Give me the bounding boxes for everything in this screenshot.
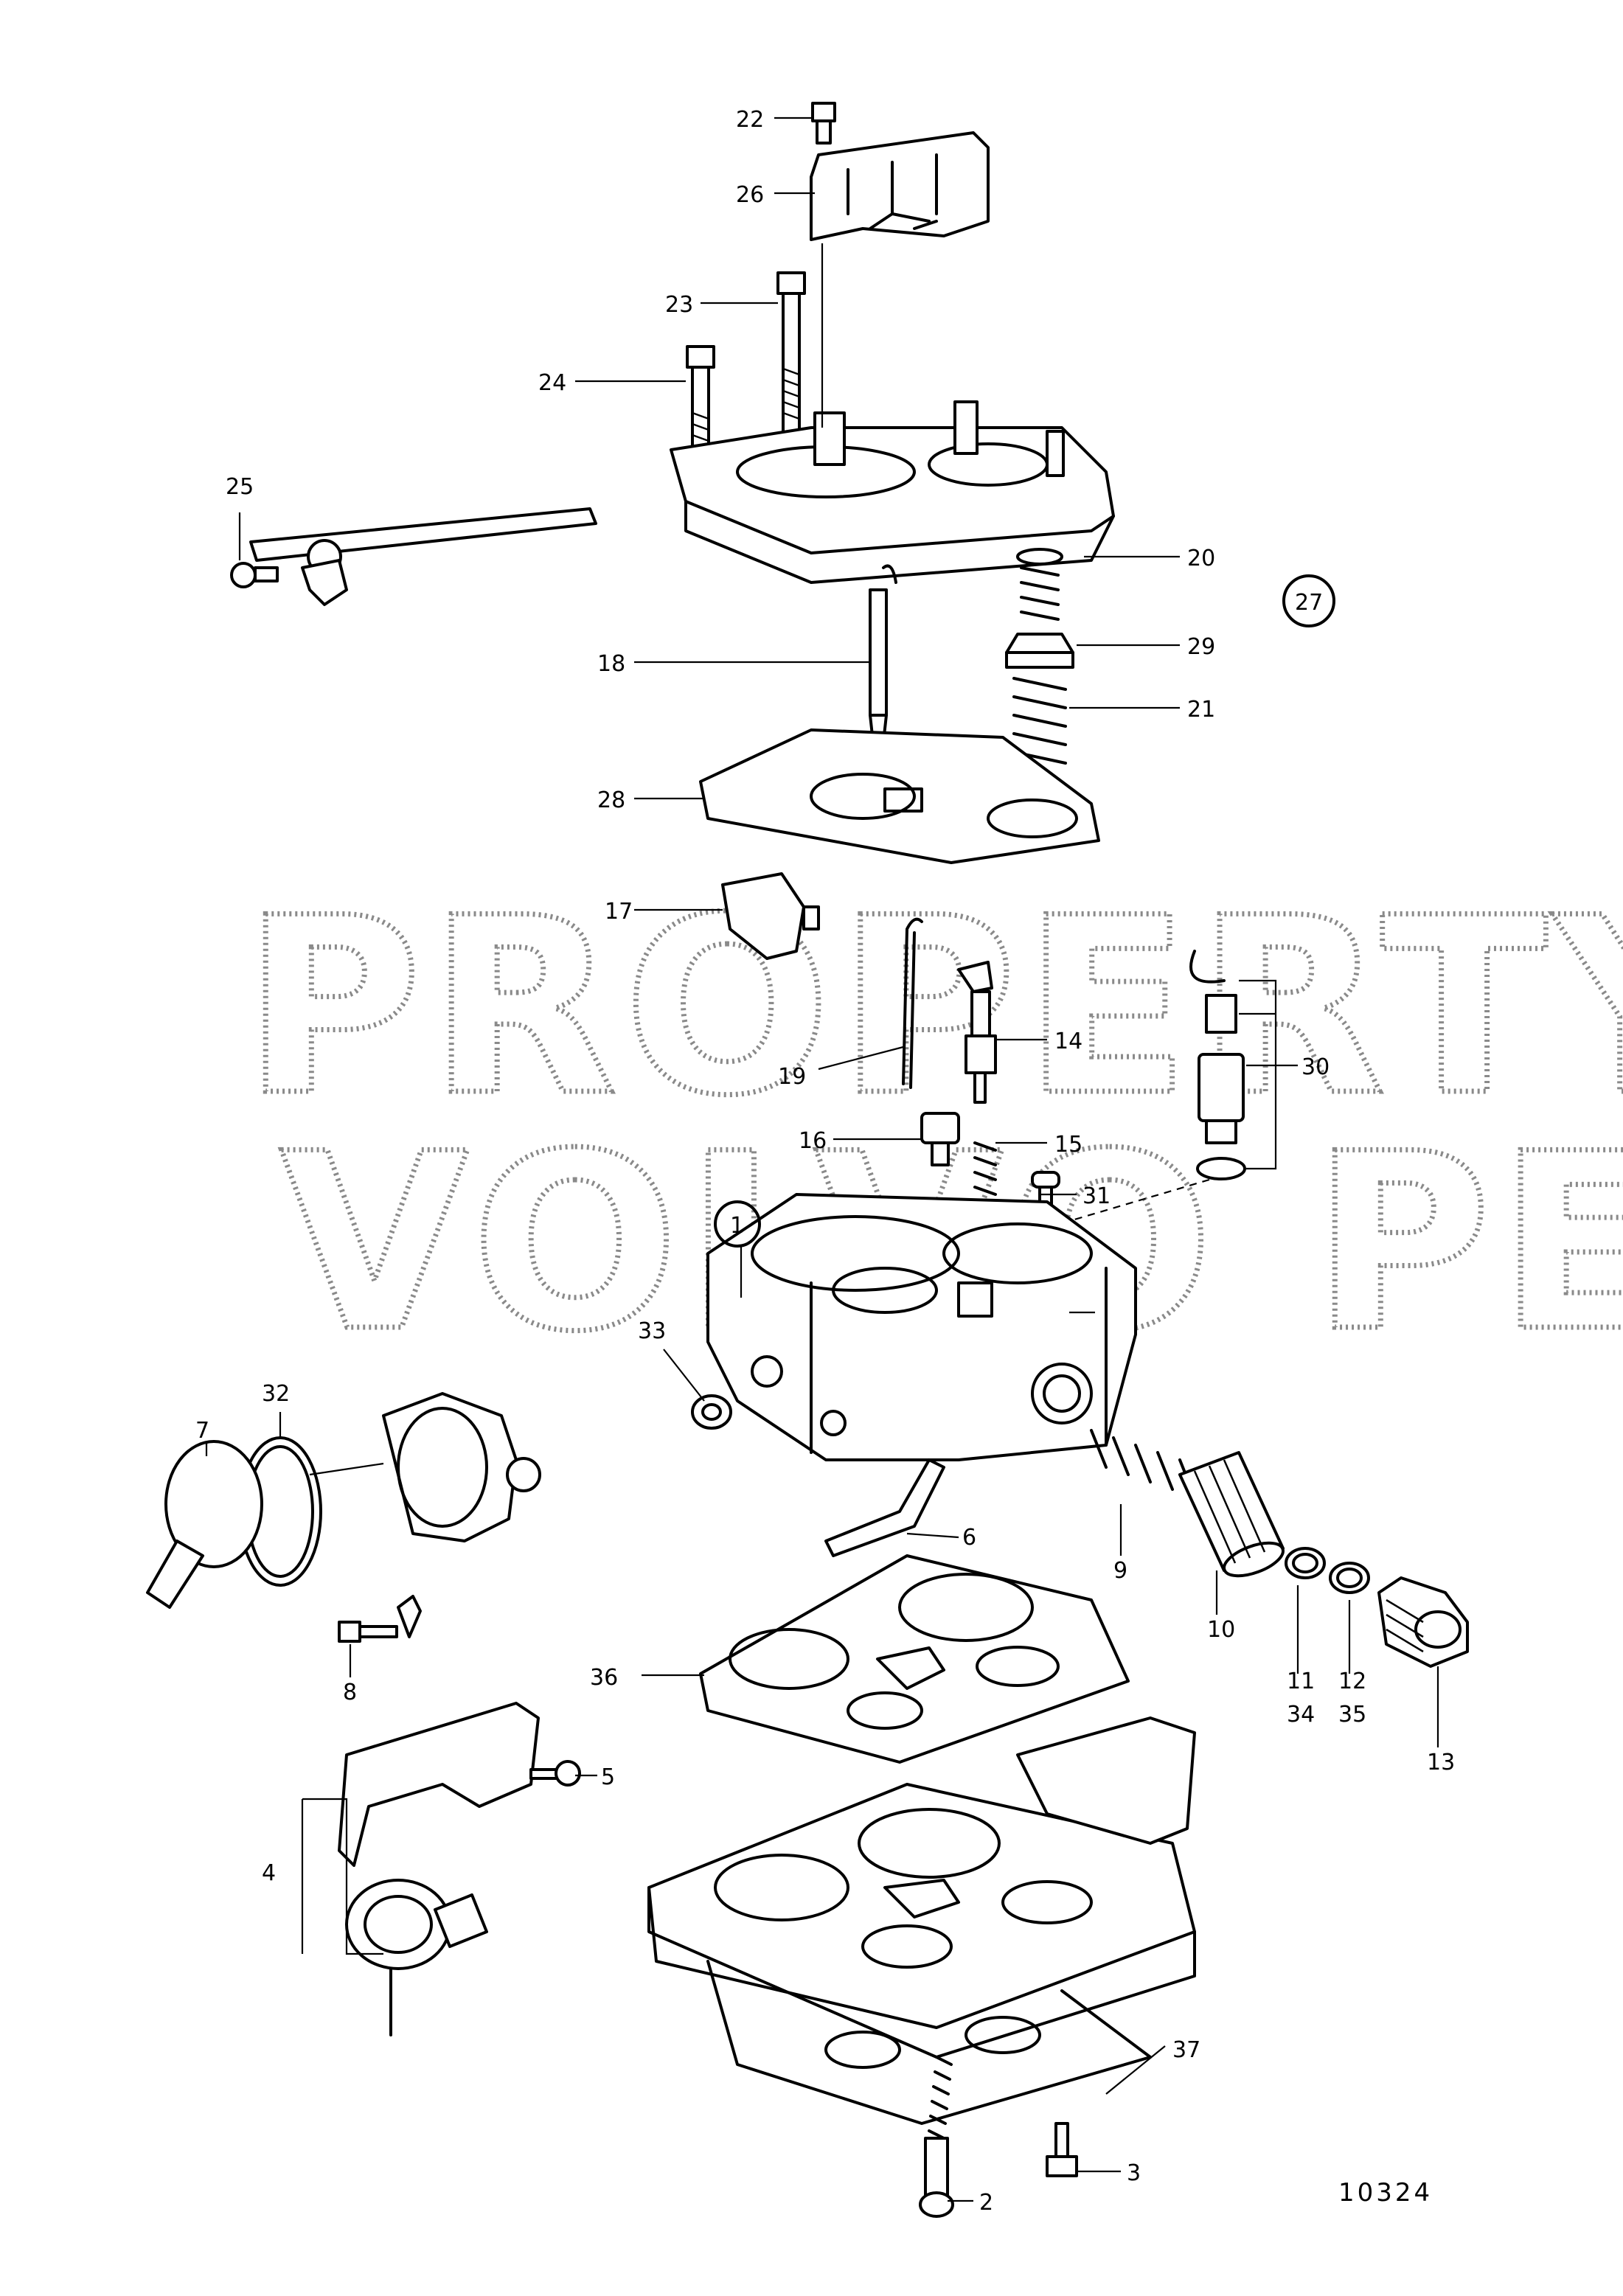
callout-26: 26 <box>736 182 764 208</box>
part-spring-15 <box>973 1141 997 1211</box>
part-cover-26 <box>810 131 990 241</box>
part-washer-11 <box>1285 1547 1326 1579</box>
part-choke-cover-7 <box>146 1440 263 1609</box>
part-pump-14 <box>957 961 997 1104</box>
part-gasket-28 <box>699 728 1100 864</box>
callout-22: 22 <box>736 107 764 133</box>
part-screw-22 <box>811 102 836 145</box>
callout-labels: 22 26 23 24 25 20 29 21 18 28 17 19 14 1… <box>195 107 1455 2216</box>
callout-4: 4 <box>262 1860 276 1886</box>
part-spring-stack <box>1005 548 1074 765</box>
watermark-line-1: PROPERTY OF <box>243 866 1623 1149</box>
part-spacer-36 <box>699 1554 1130 1764</box>
part-hose-6 <box>824 1458 945 1557</box>
callout-35: 35 <box>1338 1702 1366 1728</box>
part-screw-8 <box>338 1595 422 1643</box>
part-jet-16 <box>920 1112 960 1166</box>
callout-1-circled: 1 <box>714 1200 761 1248</box>
part-seal-33 <box>691 1394 732 1430</box>
part-vacuum-diaphragm <box>345 1879 488 2036</box>
callout-28: 28 <box>597 787 625 813</box>
callout-30: 30 <box>1301 1054 1330 1080</box>
leader-lines <box>205 116 1439 2202</box>
part-spring-9 <box>1090 1429 1196 1498</box>
callout-15: 15 <box>1054 1132 1082 1158</box>
part-rod-19 <box>902 917 923 1089</box>
part-connector-17 <box>721 872 820 960</box>
part-filter-10 <box>1178 1451 1285 1578</box>
callout-36: 36 <box>590 1665 618 1691</box>
part-needle-18 <box>869 564 897 790</box>
callout-37: 37 <box>1172 2037 1200 2063</box>
part-main-body-1 <box>706 1193 1137 1461</box>
callout-34: 34 <box>1287 1702 1315 1728</box>
callout-16: 16 <box>799 1128 827 1154</box>
callout-20: 20 <box>1187 546 1215 571</box>
callout-18: 18 <box>597 651 625 677</box>
part-fitting-13 <box>1377 1576 1469 1668</box>
callout-21: 21 <box>1187 697 1215 723</box>
callout-1: 1 <box>730 1213 744 1239</box>
part-washer-12 <box>1329 1562 1370 1594</box>
callout-3: 3 <box>1127 2160 1141 2186</box>
callout-6: 6 <box>962 1525 976 1551</box>
part-screw-2 <box>919 2056 954 2218</box>
callout-29: 29 <box>1187 634 1215 660</box>
callout-27: 27 <box>1295 590 1323 616</box>
part-choke-housing <box>382 1392 541 1542</box>
part-bracket-4 <box>338 1702 540 1867</box>
float-valve-guide-line <box>1046 1178 1210 1229</box>
callout-25: 25 <box>226 474 254 500</box>
part-screw-5 <box>529 1760 581 1787</box>
callout-10: 10 <box>1207 1617 1235 1643</box>
callout-8: 8 <box>343 1680 357 1705</box>
callout-7: 7 <box>195 1418 209 1444</box>
part-throttle-body <box>647 1716 1196 2059</box>
callout-27-circled: 27 <box>1282 574 1335 627</box>
part-bolt-23 <box>776 271 806 442</box>
callout-2: 2 <box>979 2190 993 2216</box>
callout-12: 12 <box>1338 1669 1366 1694</box>
callout-19: 19 <box>778 1064 806 1090</box>
callout-5: 5 <box>601 1764 615 1790</box>
callout-14: 14 <box>1054 1029 1082 1054</box>
part-bolt-24 <box>686 345 715 465</box>
drawing-reference-number: 10324 <box>1338 2178 1433 2208</box>
callout-13: 13 <box>1427 1750 1455 1775</box>
callout-17: 17 <box>605 899 633 925</box>
callout-31: 31 <box>1082 1183 1111 1209</box>
part-air-horn-cover <box>670 400 1115 584</box>
callout-23: 23 <box>665 292 693 318</box>
part-float-valve-30 <box>1189 950 1246 1180</box>
callout-24: 24 <box>538 370 566 396</box>
part-choke-shaft <box>230 507 597 606</box>
callout-32: 32 <box>262 1381 290 1407</box>
part-gasket-37 <box>706 1960 1152 2125</box>
callout-11: 11 <box>1287 1669 1315 1694</box>
callout-9: 9 <box>1113 1558 1127 1584</box>
part-screw-3 <box>1046 2122 1078 2177</box>
callout-33: 33 <box>638 1318 666 1344</box>
